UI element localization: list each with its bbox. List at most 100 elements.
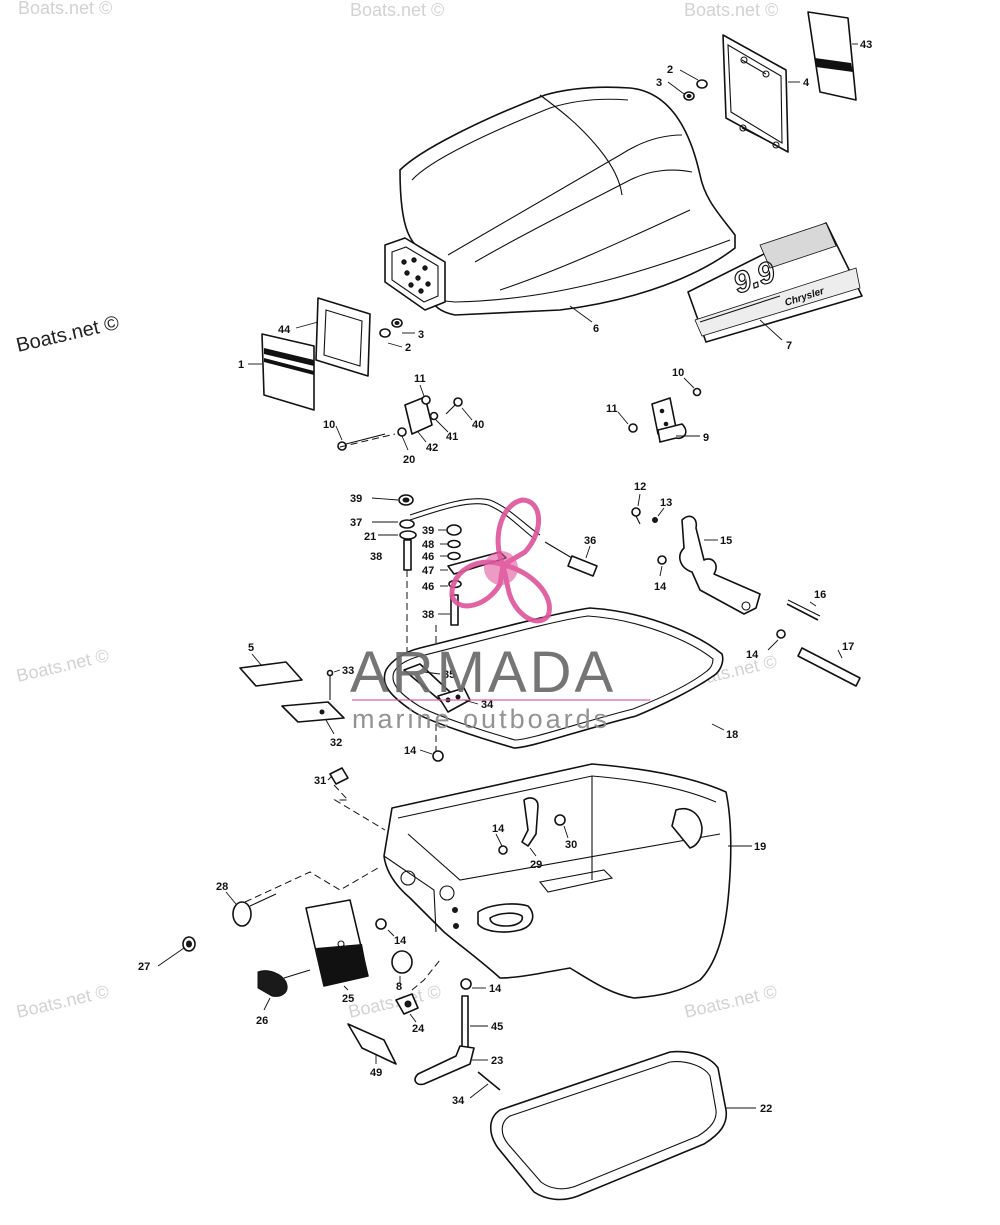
connector-36[interactable]: [544, 541, 598, 577]
bolt-10-right[interactable]: [692, 387, 702, 397]
bracket-42[interactable]: [404, 396, 433, 435]
handle-26[interactable]: [257, 969, 311, 997]
nut-30[interactable]: [554, 814, 566, 826]
screw-33[interactable]: [326, 669, 334, 701]
plate-25[interactable]: [305, 899, 369, 987]
callout-17: 17: [842, 641, 854, 653]
callout-18: 18: [726, 729, 738, 741]
washer-48[interactable]: [447, 539, 461, 549]
stud-38-left[interactable]: [403, 539, 412, 571]
rod-17[interactable]: [797, 647, 861, 687]
callout-11-left: 11: [414, 373, 426, 385]
watermark-bottom-center: Boats.net ©: [346, 981, 442, 1022]
pin-34-lower[interactable]: [477, 1071, 501, 1091]
callout-11-right: 11: [606, 403, 618, 415]
washer-27[interactable]: [182, 936, 196, 952]
callout-32: 32: [330, 737, 342, 749]
screw-41[interactable]: [429, 411, 439, 421]
callout-20: 20: [403, 454, 415, 466]
watermark-mid-left: Boats.net ©: [14, 645, 110, 686]
callout-48: 48: [422, 539, 434, 551]
decal-1[interactable]: [261, 333, 315, 411]
shaft-45[interactable]: [461, 995, 469, 1049]
callout-44: 44: [278, 324, 291, 336]
callout-33: 33: [342, 665, 354, 677]
decal-5[interactable]: [239, 661, 303, 687]
nut-14-center[interactable]: [432, 750, 444, 762]
callout-43: 43: [860, 39, 872, 51]
decal-43[interactable]: [807, 11, 857, 101]
washer-3-top[interactable]: [683, 91, 695, 101]
callout-46-top: 46: [422, 551, 434, 563]
fitting-24[interactable]: [395, 993, 419, 1015]
decal-49[interactable]: [347, 1023, 397, 1065]
nut-14-inside[interactable]: [498, 845, 508, 855]
washer-3-mid[interactable]: [391, 318, 403, 328]
callout-37: 37: [350, 517, 362, 529]
washer-46-top[interactable]: [447, 551, 461, 561]
callout-39-right: 39: [422, 525, 434, 537]
nut-11-left[interactable]: [421, 395, 431, 405]
nut-14-lower[interactable]: [460, 978, 472, 990]
callout-46-bottom: 46: [422, 581, 434, 593]
callout-38-left: 38: [370, 551, 382, 563]
knob-28[interactable]: [232, 893, 277, 927]
watermark-top-center: Boats.net ©: [350, 0, 444, 20]
callout-39-top: 39: [350, 493, 362, 505]
callout-21: 21: [364, 531, 376, 543]
washer-37[interactable]: [399, 519, 415, 529]
pin-13[interactable]: [652, 517, 658, 523]
nut-14-side[interactable]: [375, 918, 387, 930]
bottom-cowl-19[interactable]: [383, 763, 732, 999]
frame-44[interactable]: [315, 297, 371, 377]
logo-tagline: marine outboards: [352, 704, 610, 734]
callout-14-center: 14: [404, 745, 417, 757]
callout-30: 30: [565, 839, 577, 851]
callout-15: 15: [720, 535, 732, 547]
callout-28: 28: [216, 881, 228, 893]
stud-38-right[interactable]: [450, 594, 459, 626]
lever-15[interactable]: [679, 515, 761, 615]
plug-8[interactable]: [391, 950, 413, 974]
grommet-31[interactable]: [329, 767, 349, 785]
callout-40: 40: [472, 419, 484, 431]
nut-11-right[interactable]: [628, 423, 638, 433]
callout-25: 25: [342, 993, 354, 1005]
callout-14-pin: 14: [746, 649, 759, 661]
nut-39-right[interactable]: [446, 524, 462, 536]
hinge-9[interactable]: [651, 397, 687, 443]
screw-40[interactable]: [445, 397, 463, 415]
watermark-bottom-left: Boats.net ©: [14, 981, 110, 1022]
rear-plate-4[interactable]: [722, 34, 789, 153]
nut-20[interactable]: [397, 427, 407, 437]
plate-32[interactable]: [281, 701, 345, 723]
lever-23[interactable]: [414, 1045, 475, 1086]
callout-19: 19: [754, 841, 766, 853]
gasket-18[interactable]: [383, 607, 724, 749]
callout-10-right: 10: [672, 367, 684, 379]
screw-12[interactable]: [631, 507, 641, 525]
washer-21[interactable]: [399, 530, 417, 540]
callout-10-left: 10: [323, 419, 335, 431]
top-cowl-6[interactable]: [384, 86, 736, 316]
callout-22: 22: [760, 1103, 772, 1115]
nut-39-top[interactable]: [398, 494, 414, 506]
nut-2-mid[interactable]: [379, 328, 391, 338]
lever-29[interactable]: [521, 797, 539, 847]
nut-2-top[interactable]: [696, 79, 708, 89]
callout-9: 9: [703, 432, 709, 444]
bottom-gasket-22[interactable]: [489, 1050, 728, 1201]
watermark-bottom-right: Boats.net ©: [682, 981, 778, 1022]
callout-41: 41: [446, 431, 458, 443]
callout-34-top: 34: [481, 699, 494, 711]
pin-16[interactable]: [786, 599, 821, 621]
leader-lines: [157, 43, 858, 1109]
nut-14-latch[interactable]: [657, 555, 667, 565]
callout-2-top: 2: [667, 64, 673, 76]
callout-12: 12: [634, 481, 646, 493]
callout-31: 31: [314, 775, 326, 787]
callout-5: 5: [248, 642, 254, 654]
callout-8: 8: [396, 981, 402, 993]
callout-14-lower: 14: [489, 983, 502, 995]
nut-14-pin[interactable]: [776, 629, 786, 639]
